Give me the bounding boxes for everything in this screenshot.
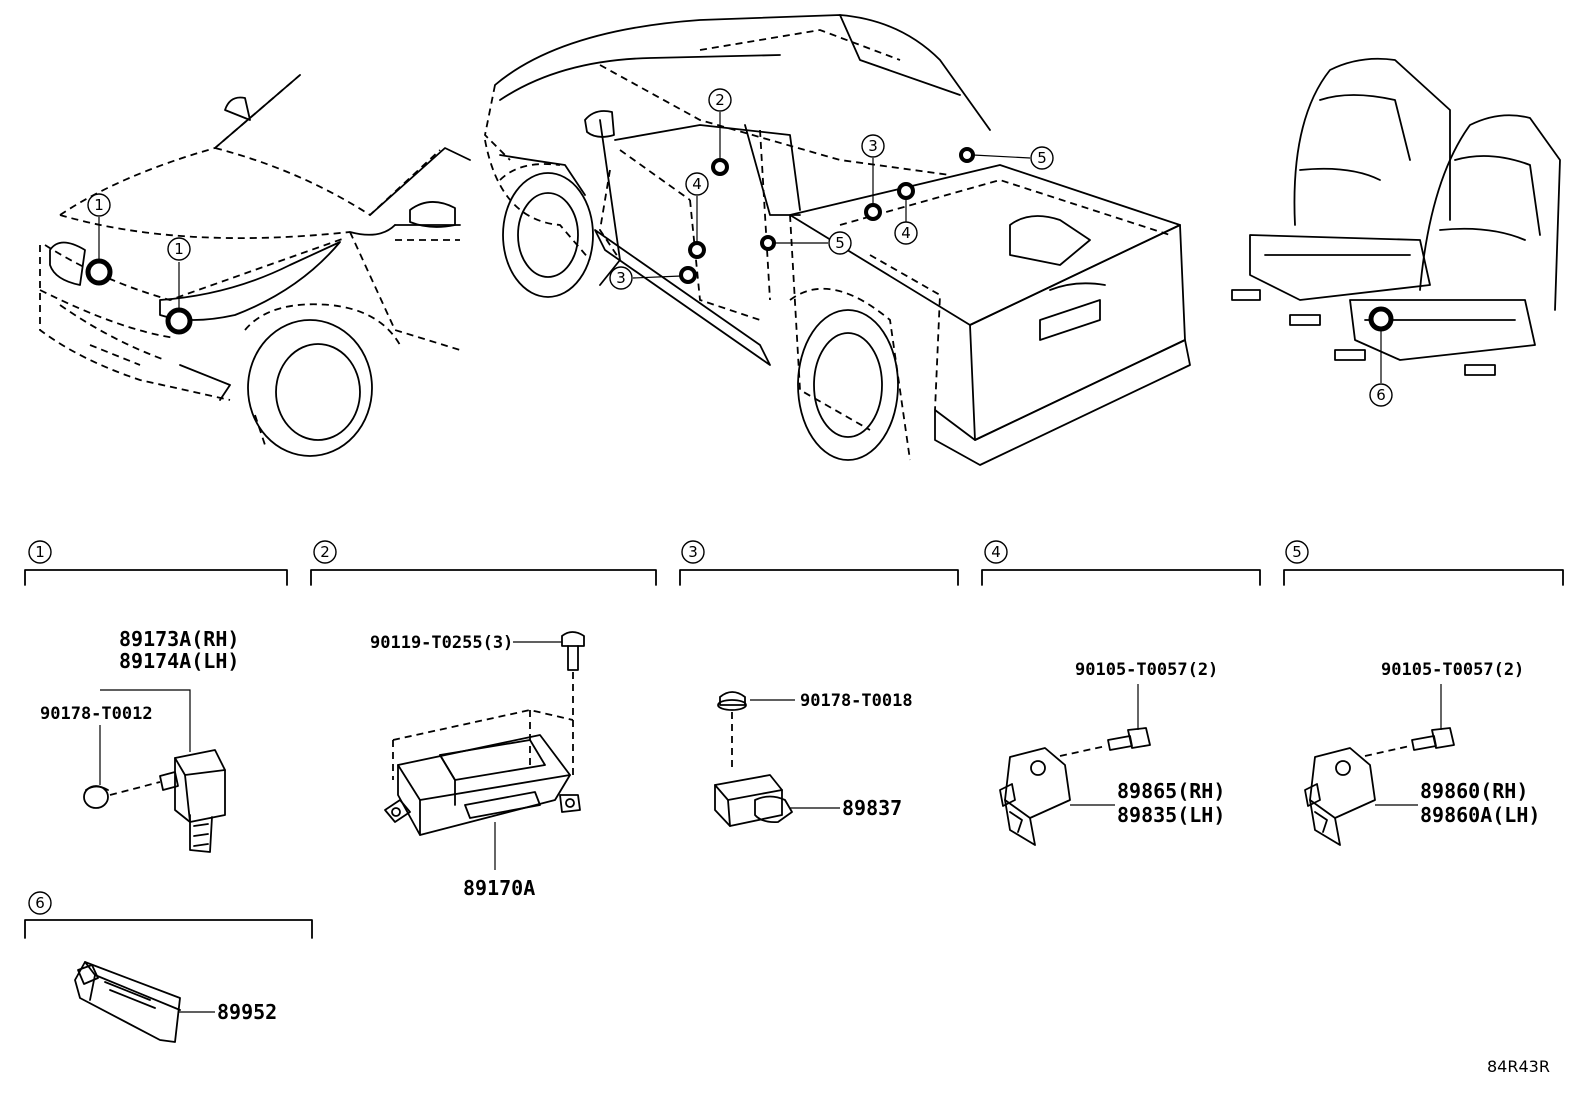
svg-text:1: 1	[174, 240, 184, 258]
callout-4-door: 4	[685, 172, 709, 196]
callout-6-seat: 6	[1369, 383, 1393, 407]
callout-1-front-right: 1	[167, 237, 191, 261]
callout-5-pillar: 5	[828, 231, 852, 255]
section-header-2: 2	[310, 540, 657, 586]
svg-text:1: 1	[35, 543, 45, 561]
part-90105-T0057-s4-label: 90105-T0057(2)	[1075, 660, 1218, 680]
svg-text:6: 6	[35, 894, 45, 912]
part-89865-label: 89865(RH)	[1117, 779, 1225, 803]
rear-view-illustration	[484, 14, 1191, 466]
section-header-1: 1	[24, 540, 288, 586]
svg-text:4: 4	[901, 224, 911, 242]
part-89835-label: 89835(LH)	[1117, 803, 1225, 827]
svg-text:2: 2	[715, 91, 725, 109]
svg-text:1: 1	[94, 196, 104, 214]
callout-3-rear: 3	[861, 134, 885, 158]
part-89860A-label: 89860A(LH)	[1420, 803, 1540, 827]
svg-text:3: 3	[868, 137, 878, 155]
section-4-parts: 90105-T0057(2) 89865(RH) 89835(LH)	[999, 660, 1225, 846]
svg-text:4: 4	[692, 175, 702, 193]
svg-text:3: 3	[688, 543, 698, 561]
seats-illustration	[1231, 57, 1561, 383]
svg-text:2: 2	[320, 543, 330, 561]
callout-3-sill: 3	[609, 266, 633, 290]
part-90119-T0255-label: 90119-T0255(3)	[370, 633, 513, 653]
svg-text:5: 5	[1292, 543, 1302, 561]
part-89170A-label: 89170A	[463, 876, 535, 900]
section-header-6: 6	[24, 891, 313, 939]
part-89173A-label: 89173A(RH)	[119, 627, 239, 651]
svg-text:5: 5	[1037, 149, 1047, 167]
part-90178-T0018-label: 90178-T0018	[800, 691, 913, 711]
section-2-parts: 90119-T0255(3) 89170A	[370, 631, 585, 900]
section-header-4: 4	[981, 540, 1261, 586]
front-view-illustration	[39, 74, 471, 457]
svg-text:3: 3	[616, 269, 626, 287]
callout-5-rear: 5	[1030, 146, 1054, 170]
svg-text:5: 5	[835, 234, 845, 252]
section-header-3: 3	[679, 540, 959, 586]
callout-1-front-left: 1	[87, 193, 111, 217]
svg-text:6: 6	[1376, 386, 1386, 404]
section-header-5: 5	[1283, 540, 1564, 586]
section-3-parts: 90178-T0018 89837	[714, 691, 913, 827]
part-89837-label: 89837	[842, 796, 902, 820]
callout-4-rear: 4	[894, 221, 918, 245]
part-89952-label: 89952	[217, 1000, 277, 1024]
callout-2-cabin: 2	[708, 88, 732, 112]
part-90178-T0012-label: 90178-T0012	[40, 704, 153, 724]
part-90105-T0057-s5-label: 90105-T0057(2)	[1381, 660, 1524, 680]
part-89860-label: 89860(RH)	[1420, 779, 1528, 803]
part-89174A-label: 89174A(LH)	[119, 649, 239, 673]
svg-text:4: 4	[991, 543, 1001, 561]
diagram-id: 84R43R	[1487, 1057, 1550, 1076]
section-5-parts: 90105-T0057(2) 89860(RH) 89860A(LH)	[1304, 660, 1540, 846]
section-6-parts: 89952	[74, 961, 277, 1043]
section-1-parts: 89173A(RH) 89174A(LH) 90178-T0012	[40, 627, 239, 853]
